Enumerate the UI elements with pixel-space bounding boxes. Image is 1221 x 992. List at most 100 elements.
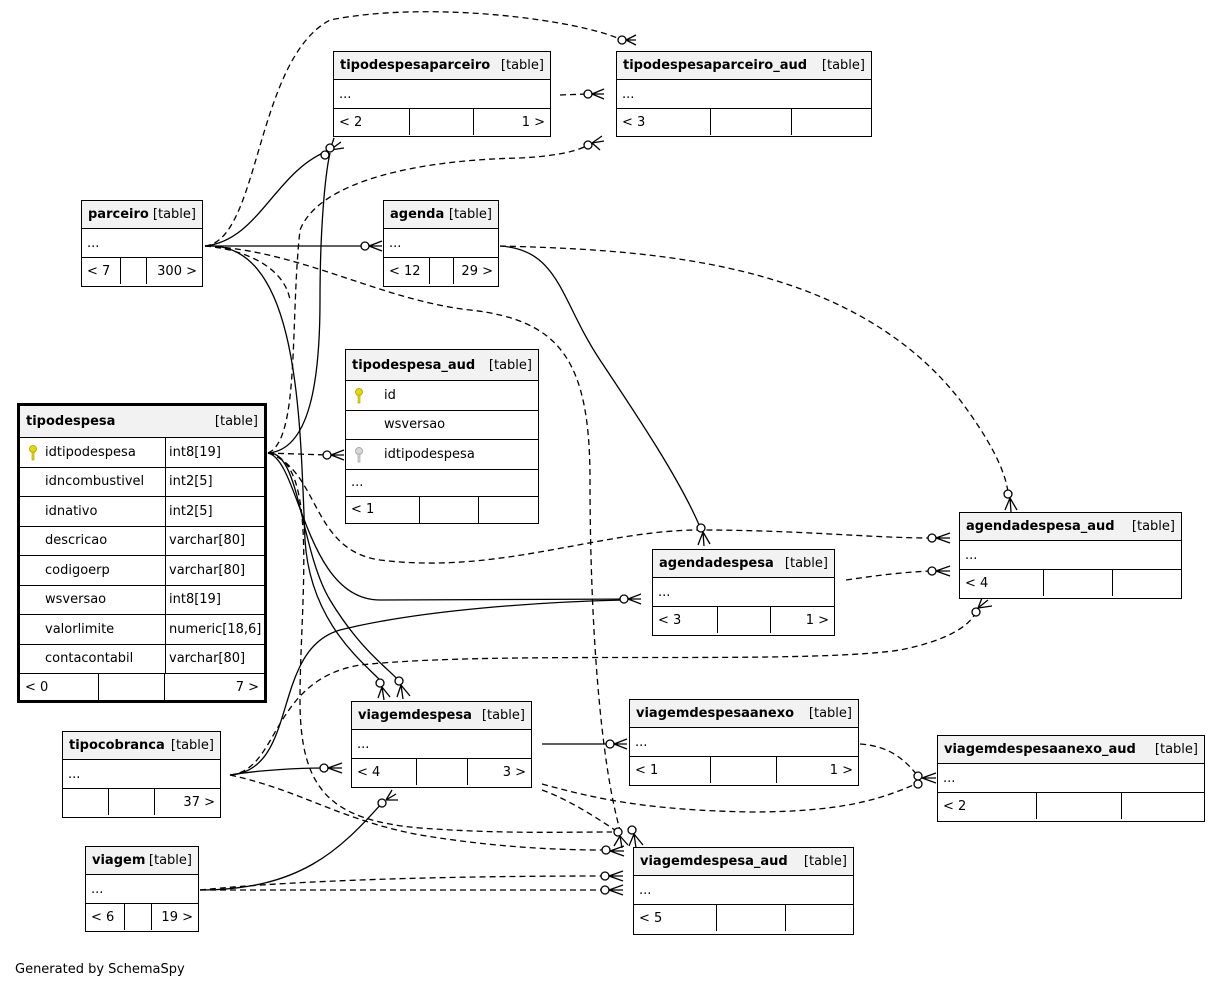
parents-count[interactable]: < 7	[82, 258, 121, 284]
column-row[interactable]: idnativo int2[5]	[20, 497, 264, 527]
table-name[interactable]: viagemdespesa_aud	[640, 854, 788, 869]
column-name: descricao	[45, 533, 108, 549]
columns-ellipsis: ...	[630, 728, 858, 757]
children-empty	[479, 497, 538, 523]
row-count-empty	[420, 496, 479, 523]
marker-ada-top	[1003, 489, 1018, 513]
table-name[interactable]: tipocobranca	[69, 738, 165, 753]
table-name[interactable]: tipodespesa_aud	[352, 357, 476, 373]
generated-by-footer: Generated by SchemaSpy	[15, 962, 185, 977]
parents-count[interactable]: < 1	[630, 757, 711, 783]
column-row[interactable]: idncombustivel int2[5]	[20, 467, 264, 497]
column-type: varchar[80]	[169, 533, 246, 549]
column-row[interactable]: valorlimite numeric[18,6]	[20, 615, 264, 645]
children-empty	[792, 109, 871, 135]
children-count[interactable]: 1 >	[521, 114, 545, 130]
table-name[interactable]: viagemdespesa	[358, 708, 472, 723]
table-tag: [table]	[803, 854, 847, 869]
table-tipodespesa-aud[interactable]: tipodespesa_aud [table] id wsversao idtip…	[345, 349, 539, 524]
column-row[interactable]: id	[346, 381, 538, 411]
row-count-empty	[711, 757, 777, 783]
column-name: wsversao	[384, 417, 446, 433]
column-row[interactable]: idtipodespesa	[346, 440, 538, 470]
parents-count[interactable]: < 4	[352, 759, 417, 785]
row-count[interactable]: 29 >	[461, 263, 493, 279]
column-row[interactable]: contacontabil varchar[80]	[20, 644, 264, 674]
children-count[interactable]: 3 >	[502, 764, 526, 780]
parents-count[interactable]: < 2	[938, 793, 1037, 819]
table-parceiro[interactable]: parceiro[table] ... < 7 300 >	[81, 200, 203, 287]
column-row[interactable]: wsversao int8[19]	[20, 585, 264, 615]
table-viagemdespesa-aud[interactable]: viagemdespesa_aud [table] ... < 5	[633, 847, 854, 935]
edge-parceiro-viagemdespesa	[204, 245, 381, 681]
column-row[interactable]: descricao varchar[80]	[20, 526, 264, 556]
parents-count[interactable]: < 1	[346, 496, 420, 523]
edge-viagemdespesa-anexo-aud	[541, 782, 919, 813]
column-row[interactable]: codigoerp varchar[80]	[20, 556, 264, 586]
parents-count[interactable]: < 6	[86, 904, 125, 930]
edge-parceiro-aud2	[204, 245, 621, 831]
parents-empty	[63, 789, 109, 815]
row-count[interactable]: 19 >	[161, 909, 193, 925]
table-name[interactable]: agendadespesa	[659, 556, 774, 571]
edge-tipodespesa-viagemdespesa	[267, 452, 399, 681]
column-row[interactable]: wsversao	[346, 411, 538, 440]
table-tag: [table]	[784, 556, 828, 571]
table-name[interactable]: parceiro	[88, 207, 149, 222]
table-agendadespesa[interactable]: agendadespesa[table] ... < 3 1 >	[652, 549, 835, 636]
parents-count[interactable]: < 2	[334, 109, 410, 135]
table-viagemdespesa[interactable]: viagemdespesa[table] ... < 4 3 >	[351, 701, 532, 788]
table-name[interactable]: viagemdespesaanexo_aud	[944, 742, 1136, 757]
table-agendadespesa-aud[interactable]: agendadespesa_aud[table] ... < 4	[959, 512, 1182, 599]
edge-viagemdespesa-aud	[541, 789, 619, 833]
table-name[interactable]: tipodespesaparceiro	[340, 58, 491, 73]
table-tipodespesaparceiro[interactable]: tipodespesaparceiro[table] ... < 2 1 >	[333, 51, 551, 137]
marker-vdaa-left-1	[913, 771, 937, 784]
marker-vdaud-top-2	[627, 825, 644, 849]
table-tipodespesaparceiro-aud[interactable]: tipodespesaparceiro_aud[table] ... < 3	[616, 51, 872, 137]
row-count[interactable]: 300 >	[157, 263, 197, 279]
columns-ellipsis: ...	[63, 760, 220, 789]
table-name[interactable]: tipodespesaparceiro_aud	[623, 58, 808, 73]
table-viagemdespesaanexo[interactable]: viagemdespesaanexo[table] ... < 1 1 >	[629, 699, 859, 786]
primary-key-icon	[29, 445, 37, 461]
children-empty	[125, 904, 152, 930]
column-row[interactable]: idtipodespesa int8[19]	[20, 438, 264, 468]
columns-ellipsis: ...	[617, 80, 871, 109]
table-tag: [table]	[488, 357, 532, 373]
table-name[interactable]: agenda	[390, 207, 445, 222]
parents-count[interactable]: < 3	[617, 109, 711, 135]
children-empty	[786, 905, 853, 931]
parents-count[interactable]: < 5	[634, 905, 717, 931]
children-count[interactable]: 7 >	[235, 679, 259, 695]
edge-agenda-agendadespesa-aud	[499, 245, 1009, 493]
column-name: idtipodespesa	[384, 446, 475, 462]
table-viagem[interactable]: viagem[table] ... < 6 19 >	[85, 846, 199, 932]
marker-vd-bottom	[377, 789, 398, 808]
table-viagemdespesaanexo-aud[interactable]: viagemdespesaanexo_aud[table] ... < 2	[937, 735, 1205, 822]
table-agenda[interactable]: agenda[table] ... < 12 29 >	[383, 200, 499, 287]
table-name[interactable]: agendadespesa_aud	[966, 519, 1115, 534]
children-count[interactable]: 1 >	[829, 762, 853, 778]
parents-count[interactable]: < 0	[20, 674, 99, 700]
table-tipodespesa[interactable]: tipodespesa[table] idtipodespesa int8[19…	[17, 403, 267, 703]
table-tag: [table]	[1154, 742, 1198, 757]
table-name[interactable]: viagem	[92, 853, 146, 868]
parents-count[interactable]: < 4	[960, 570, 1044, 596]
children-empty	[1113, 570, 1181, 596]
marker-ada-bottom	[971, 597, 993, 617]
row-count[interactable]: 37 >	[183, 794, 215, 810]
table-name[interactable]: viagemdespesaanexo	[636, 706, 795, 721]
parents-count[interactable]: < 3	[653, 607, 718, 633]
children-count[interactable]: 1 >	[805, 612, 829, 628]
column-type: numeric[18,6]	[169, 621, 262, 637]
column-type: int2[5]	[169, 503, 213, 519]
edge-parceiro-aud1	[204, 11, 623, 247]
row-count-empty	[718, 607, 771, 633]
columns-ellipsis: ...	[86, 875, 198, 904]
table-tipocobranca[interactable]: tipocobranca[table] ... 37 >	[62, 731, 221, 818]
columns-ellipsis: ...	[634, 876, 853, 905]
marker-tdp-aud-top	[617, 34, 637, 46]
parents-count[interactable]: < 12	[384, 258, 430, 284]
table-name[interactable]: tipodespesa	[26, 414, 116, 429]
